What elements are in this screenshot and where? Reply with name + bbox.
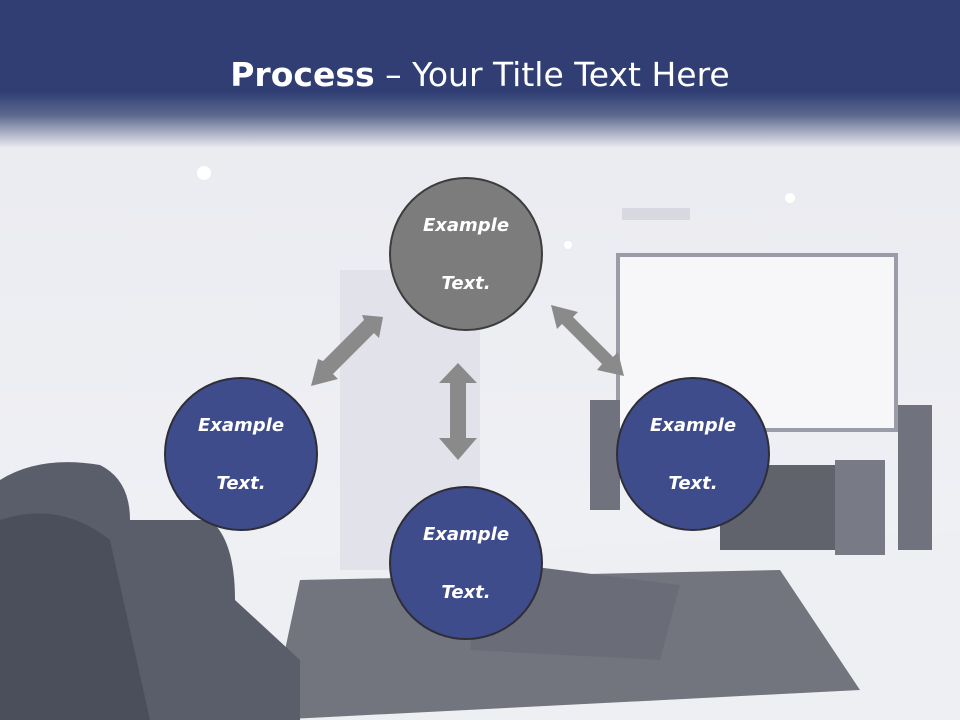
slide-title: Process – Your Title Text Here — [0, 52, 960, 98]
node-left-line2: Text. — [216, 472, 266, 494]
arrow-vertical — [439, 363, 477, 460]
node-right-line2: Text. — [668, 472, 718, 494]
title-bold: Process — [230, 55, 375, 94]
arrow-top-left — [311, 315, 383, 386]
title-rest: – Your Title Text Here — [374, 55, 730, 94]
node-right-line1: Example — [649, 414, 737, 436]
arrow-top-right — [551, 305, 624, 376]
node-bottom-line2: Text. — [441, 581, 491, 603]
node-top-line2: Text. — [441, 272, 491, 294]
node-left-line1: Example — [197, 414, 285, 436]
node-bottom-line1: Example — [422, 523, 510, 545]
node-top-line1: Example — [422, 214, 510, 236]
title-banner: Process – Your Title Text Here — [0, 0, 960, 148]
